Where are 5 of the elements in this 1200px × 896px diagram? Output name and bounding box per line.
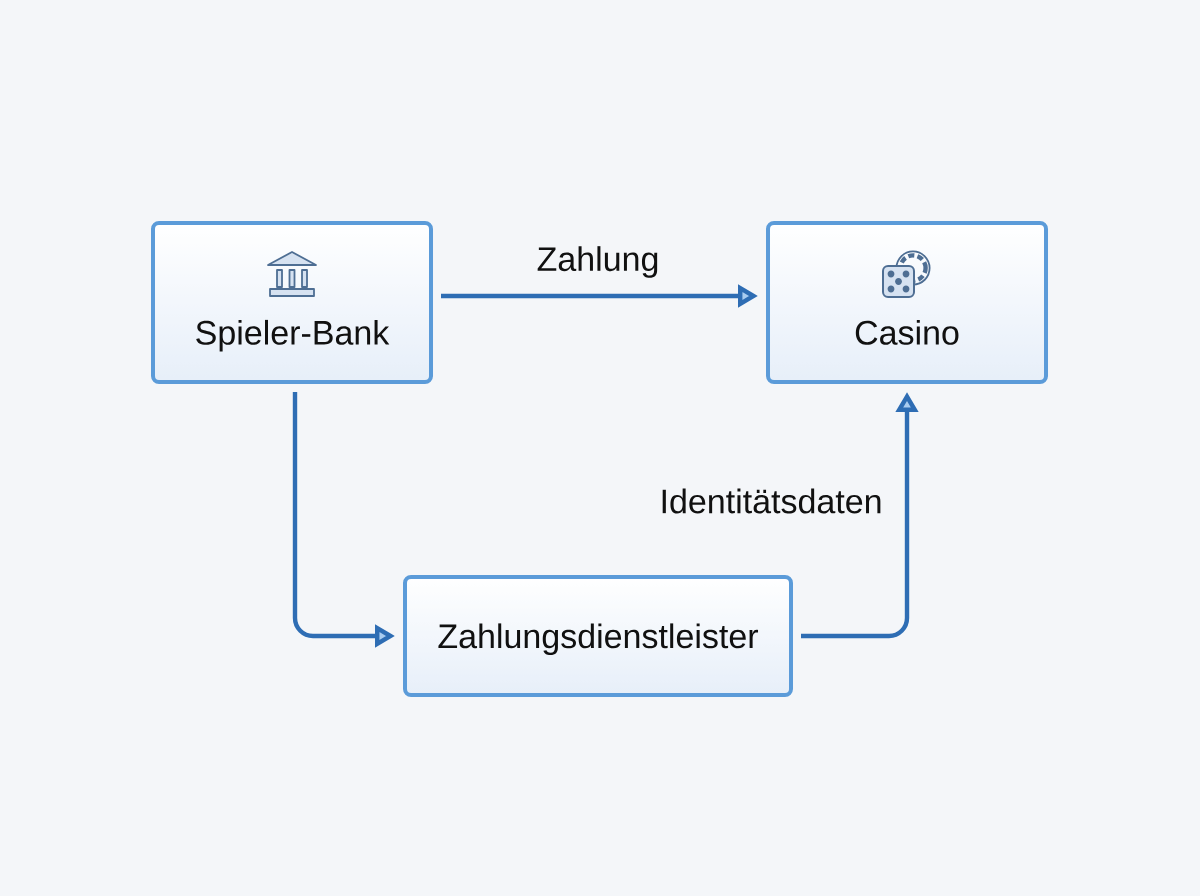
edge-label: Identitätsdaten [656,485,886,517]
process-box: Zahlungsdienstleister [403,575,793,697]
edge-label: Zahlung [533,243,663,281]
process-box: Casino [766,221,1048,384]
process-box: Spieler-Bank [151,221,433,384]
